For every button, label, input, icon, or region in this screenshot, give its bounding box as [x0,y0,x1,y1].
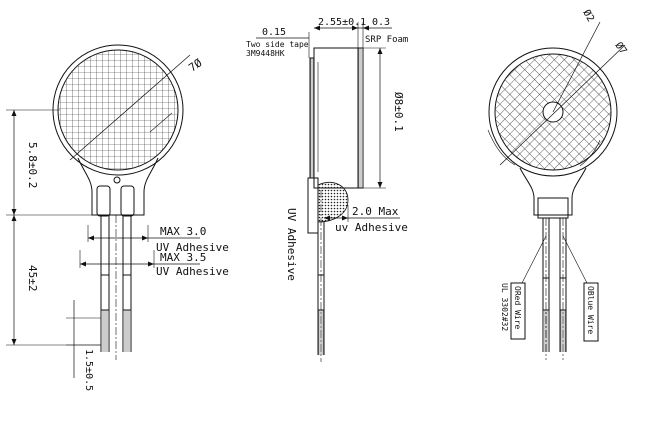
dia-2-label: Ø2 [580,8,596,24]
dim-2-0-max-label: 2.0 Max [352,205,399,218]
dim-1-5-label: 1.5±0.5 [83,349,94,391]
side-view: 0.15 Two side tape 3M9448HK 2.55±0.1 0.3… [246,17,408,362]
red-wire-label: ORed Wire [513,286,522,330]
dim-0-3-label: 0.3 [372,17,390,28]
srp-foam-label: SRP Foam [365,35,408,45]
max-3-0-label: MAX 3.0 [160,225,206,238]
dim-5-8-label: 5.8±0.2 [26,142,39,188]
back-view: Ø2 Ø7 ORed Wire UL 3302#32 OBlue Wire [487,8,630,360]
ul-wire-label: UL 3302#32 [500,283,509,331]
dim-45-label: 45±2 [26,265,39,292]
uv-adhesive-1-label: UV Adhesive [156,241,229,254]
max-3-5-label: MAX 3.5 [160,251,206,264]
blue-wire-label: OBlue Wire [586,286,595,334]
dim-2-55-label: 2.55±0.1 [318,17,366,28]
tape-desc-2-label: 3M9448HK [246,49,285,58]
uv-adhesive-side-label: UV Adhesive [285,208,298,281]
dia-7-back-label: Ø7 [613,40,630,57]
tape-thickness-label: 0.15 [262,27,286,38]
tape-desc-1-label: Two side tape [246,40,309,49]
front-view: 7Ø 5.8±0.2 45±2 1.5±0.5 MAX 3.0 UV Adhes… [6,44,229,391]
uv-adhesive-2-label: UV Adhesive [156,265,229,278]
dia-7-front-label: 7Ø [186,56,205,74]
uv-adhesive-small-label: uv Adhesive [335,221,408,234]
dim-8-label: Ø8±0.1 [392,92,405,132]
